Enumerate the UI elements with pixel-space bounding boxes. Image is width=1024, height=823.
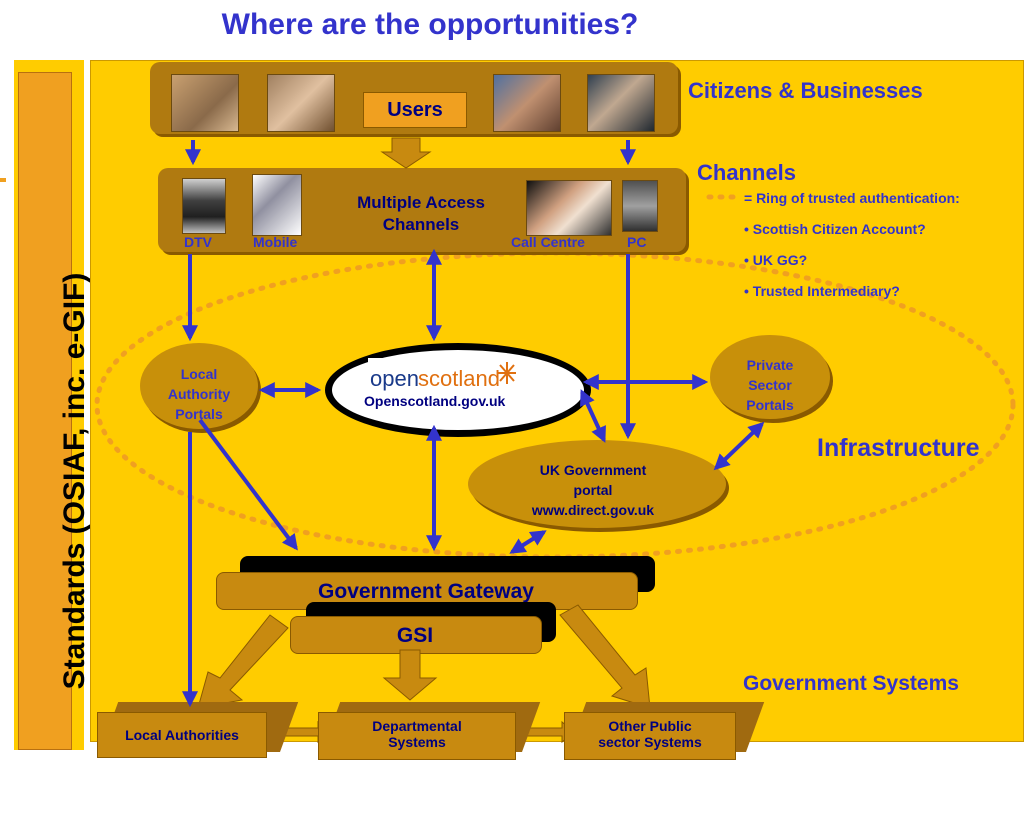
channel-mobile-label: Mobile — [253, 234, 298, 250]
auth-ring-heading: = Ring of trusted authentication: — [744, 190, 960, 206]
channel-call-centre-label: Call Centre — [511, 234, 585, 250]
openscotland-logo-scotland: scotland — [418, 366, 500, 391]
users-box: Users — [363, 92, 467, 128]
uk-portal-line2: portal — [573, 482, 613, 498]
uk-government-portal — [468, 440, 726, 528]
openscotland-logo-open: open — [370, 366, 419, 391]
slide-tab-marker — [0, 178, 6, 182]
departmental-systems-box: Departmental Systems — [318, 712, 516, 760]
users-photo-3 — [493, 74, 561, 132]
users-photo-1 — [171, 74, 239, 132]
private-sector-portals-label: Private Sector Portals — [710, 355, 830, 415]
block-arrows — [197, 137, 651, 744]
departmental-line2: Systems — [388, 734, 446, 750]
uk-government-portal-label: UK Government portal www.direct.gov.uk — [468, 460, 718, 520]
gsi-label: GSI — [396, 624, 434, 647]
private-sector-portals — [710, 335, 830, 419]
infrastructure-label: Infrastructure — [817, 434, 980, 462]
local-authority-portals — [140, 343, 258, 429]
other-public-line2: sector Systems — [598, 734, 702, 750]
auth-item-uk-gg: • UK GG? — [744, 252, 808, 268]
channels-section-label: Channels — [697, 160, 797, 185]
local-authority-portals-label: Local Authority Portals — [140, 364, 258, 424]
departmental-line1: Departmental — [372, 718, 462, 734]
citizens-businesses-label: Citizens & Businesses — [688, 78, 923, 103]
mobile-image — [252, 174, 302, 236]
government-gateway-label: Government Gateway — [318, 580, 534, 603]
dtv-image — [182, 178, 226, 234]
openscotland-url: Openscotland.gov.uk — [364, 393, 506, 409]
private-portals-line2: Sector — [748, 377, 792, 393]
other-public-sector-box: Other Public sector Systems — [564, 712, 736, 760]
other-public-line1: Other Public — [608, 718, 692, 734]
multiple-access-line2: Channels — [382, 215, 460, 234]
multiple-access-line1: Multiple Access — [357, 193, 485, 212]
channel-dtv-label: DTV — [184, 234, 212, 250]
pc-image — [622, 180, 658, 232]
uk-portal-line1: UK Government — [539, 462, 647, 478]
channel-pc-label: PC — [627, 234, 647, 250]
local-portals-line3: Portals — [175, 406, 223, 422]
multiple-access-channels-label: Multiple Access Channels — [330, 192, 512, 236]
openscotland-logo: open scotland — [368, 358, 518, 398]
auth-item-trusted-intermediary: • Trusted Intermediary? — [744, 283, 900, 299]
users-photo-2 — [267, 74, 335, 132]
users-photo-4 — [587, 74, 655, 132]
local-authorities-box: Local Authorities — [97, 712, 267, 758]
connector-arrows — [182, 140, 765, 708]
government-systems-label: Government Systems — [743, 672, 959, 695]
page-title: Where are the opportunities? — [221, 8, 639, 41]
local-portals-line2: Authority — [167, 386, 231, 402]
private-portals-line1: Private — [746, 357, 794, 373]
private-portals-line3: Portals — [746, 397, 794, 413]
openscotland-star-icon — [498, 362, 516, 384]
local-portals-line1: Local — [180, 366, 218, 382]
uk-portal-line3: www.direct.gov.uk — [531, 502, 655, 518]
auth-item-scottish-citizen: • Scottish Citizen Account? — [744, 221, 926, 237]
call-centre-image — [526, 180, 612, 236]
standards-bar: Standards (OSIAF, inc. e-GIF) — [18, 72, 91, 750]
